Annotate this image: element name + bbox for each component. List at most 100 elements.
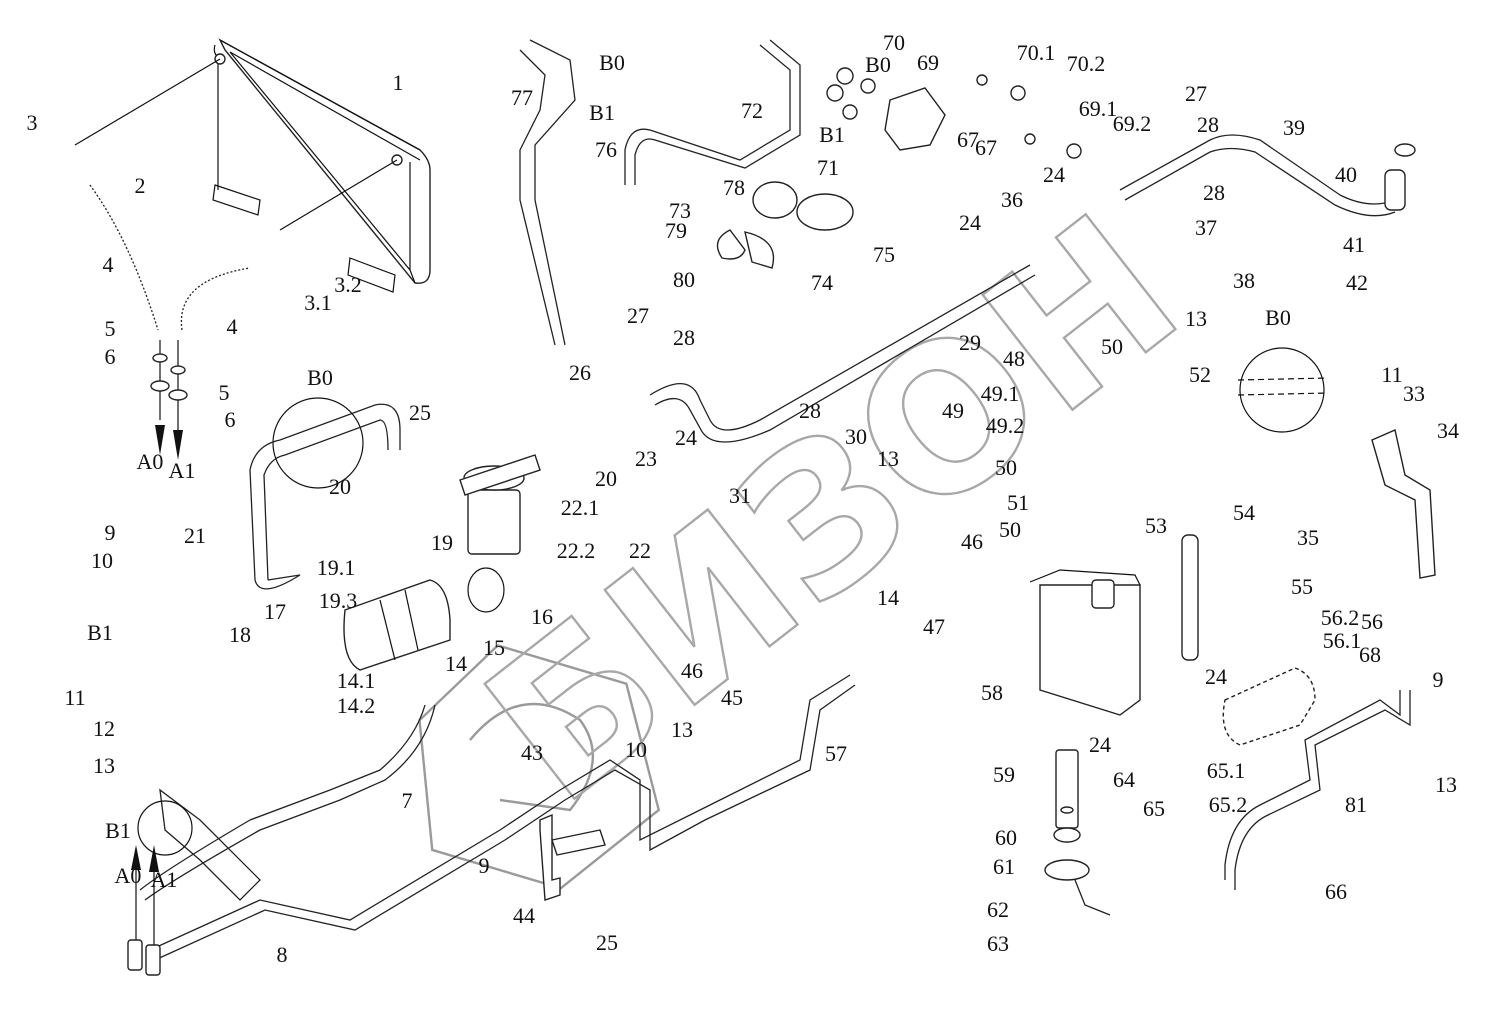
part-label-19-1: 19.1 (317, 555, 356, 580)
part-label-24: 24 (959, 210, 981, 235)
part-label-56-1: 56.1 (1323, 628, 1362, 653)
pressure-pipes (127, 674, 856, 976)
part-label-28: 28 (799, 398, 821, 423)
part-label-13: 13 (1185, 306, 1207, 331)
part-label-9: 9 (105, 520, 116, 545)
part-label-24: 24 (1089, 732, 1111, 757)
part-label-B1: B1 (87, 620, 113, 645)
hydraulic-tank (74, 38, 431, 293)
part-label-36: 36 (1001, 187, 1023, 212)
part-label-20: 20 (595, 466, 617, 491)
part-label-57: 57 (825, 741, 847, 766)
part-label-37: 37 (1195, 215, 1217, 240)
part-label-11: 11 (64, 685, 85, 710)
part-label-29: 29 (959, 330, 981, 355)
part-label-24: 24 (675, 425, 697, 450)
part-label-5: 5 (219, 380, 230, 405)
oil-tank (1029, 569, 1141, 916)
part-label-B1: B1 (589, 100, 615, 125)
part-label-B0: B0 (307, 365, 333, 390)
part-label-67: 67 (975, 135, 997, 160)
part-label-53: 53 (1145, 513, 1167, 538)
part-label-14: 14 (877, 585, 899, 610)
part-label-55: 55 (1291, 574, 1313, 599)
part-label-58: 58 (981, 680, 1003, 705)
steering-unit (826, 67, 1082, 159)
secondary-pump (1181, 534, 1411, 890)
part-label-67: 67 (957, 127, 979, 152)
part-label-30: 30 (845, 424, 867, 449)
part-label-69-1: 69.1 (1079, 96, 1118, 121)
part-label-5: 5 (105, 316, 116, 341)
return-filter (459, 454, 541, 555)
part-label-22-1: 22.1 (561, 495, 600, 520)
steering-pipes (519, 39, 801, 346)
part-label-64: 64 (1113, 767, 1135, 792)
part-label-68: 68 (1359, 642, 1381, 667)
part-label-8: 8 (277, 942, 288, 967)
part-label-4: 4 (227, 314, 238, 339)
part-label-47: 47 (923, 614, 945, 639)
part-label-44: 44 (513, 903, 535, 928)
part-label-14-2: 14.2 (337, 693, 376, 718)
part-label-9: 9 (1433, 667, 1444, 692)
part-label-22-2: 22.2 (557, 538, 596, 563)
part-label-49: 49 (942, 398, 964, 423)
suction-pipe (649, 134, 1416, 443)
part-label-14: 14 (445, 651, 467, 676)
part-label-A1: A1 (151, 867, 178, 892)
part-label-19-3: 19.3 (319, 588, 358, 613)
part-label-50: 50 (995, 455, 1017, 480)
part-label-16: 16 (531, 604, 553, 629)
part-label-40: 40 (1335, 162, 1357, 187)
part-label-43: 43 (521, 740, 543, 765)
part-label-28: 28 (1203, 180, 1225, 205)
part-label-6: 6 (105, 344, 116, 369)
part-label-B0: B0 (865, 52, 891, 77)
part-label-10: 10 (91, 548, 113, 573)
part-label-A1: A1 (169, 458, 196, 483)
part-label-38: 38 (1233, 268, 1255, 293)
part-label-B1: B1 (105, 818, 131, 843)
part-label-B1: B1 (819, 122, 845, 147)
part-label-20: 20 (329, 474, 351, 499)
part-label-63: 63 (987, 931, 1009, 956)
part-label-35: 35 (1297, 525, 1319, 550)
part-label-13: 13 (671, 717, 693, 742)
part-label-61: 61 (993, 854, 1015, 879)
b0-loop-pipe (249, 397, 401, 590)
part-label-B0: B0 (1265, 305, 1291, 330)
part-label-28: 28 (1197, 112, 1219, 137)
part-label-14-1: 14.1 (337, 668, 376, 693)
part-label-70-2: 70.2 (1067, 51, 1106, 76)
part-label-24: 24 (1043, 162, 1065, 187)
part-label-56: 56 (1361, 609, 1383, 634)
part-label-33: 33 (1403, 381, 1425, 406)
part-label-25: 25 (409, 400, 431, 425)
part-label-66: 66 (1325, 879, 1347, 904)
gear-pump (343, 567, 505, 671)
part-label-73: 73 (669, 198, 691, 223)
part-label-28: 28 (673, 325, 695, 350)
part-label-46: 46 (961, 529, 983, 554)
part-label-52: 52 (1189, 362, 1211, 387)
part-label-15: 15 (483, 635, 505, 660)
part-label-10: 10 (625, 737, 647, 762)
part-label-54: 54 (1233, 500, 1255, 525)
part-label-56-2: 56.2 (1321, 605, 1360, 630)
part-label-76: 76 (595, 137, 617, 162)
part-label-22: 22 (629, 538, 651, 563)
part-label-9: 9 (479, 853, 490, 878)
part-label-25: 25 (596, 930, 618, 955)
part-label-A0: A0 (115, 863, 142, 888)
part-label-13: 13 (93, 753, 115, 778)
part-label-19: 19 (431, 530, 453, 555)
part-label-3-1: 3.1 (304, 290, 332, 315)
part-label-4: 4 (103, 252, 114, 277)
part-label-65-2: 65.2 (1209, 792, 1248, 817)
part-label-26: 26 (569, 360, 591, 385)
part-label-18: 18 (229, 622, 251, 647)
hose-assembly (89, 184, 251, 460)
part-label-12: 12 (93, 716, 115, 741)
